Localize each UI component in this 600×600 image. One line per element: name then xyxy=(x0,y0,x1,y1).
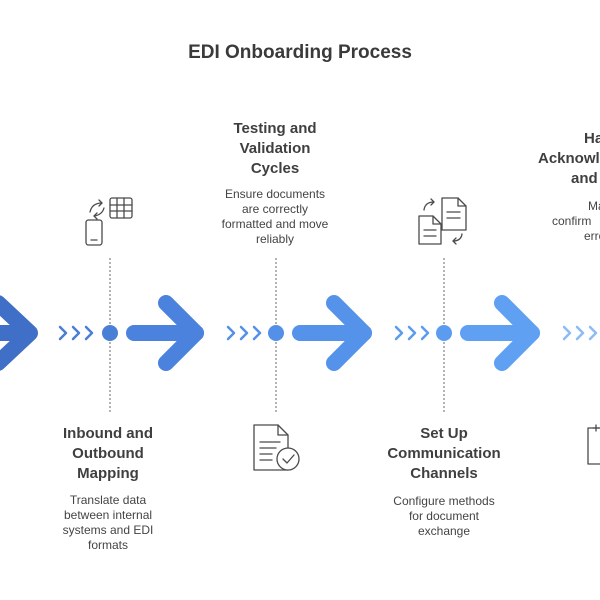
step-3-desc-line: Configure methods xyxy=(393,494,495,508)
step-3-title-line: Set Up xyxy=(420,425,468,442)
document-check-icon xyxy=(253,424,300,471)
step-2-title-line: Testing and xyxy=(233,120,317,137)
step-1-title-line: Inbound and xyxy=(63,425,153,442)
chevrons-1-icon xyxy=(58,325,94,341)
step-1-desc-line: Translate data xyxy=(69,493,147,507)
step-3-description: Configure methods for document exchange xyxy=(374,494,514,539)
step-3-desc-line: exchange xyxy=(417,524,471,538)
step-1-title-line: Outbound xyxy=(72,445,144,462)
chevrons-4-icon xyxy=(562,325,598,341)
step-1-description: Translate data between internal systems … xyxy=(38,493,178,553)
step-1-desc-line: formats xyxy=(87,538,128,552)
sync-table-phone-icon xyxy=(85,197,133,246)
step-4-desc-line: erro xyxy=(584,229,600,243)
step-2-title: Testing and Validation Cycles xyxy=(195,119,355,179)
arrow-2-icon xyxy=(126,295,204,371)
chevrons-3-icon xyxy=(394,325,430,341)
step-2-title-line: Cycles xyxy=(250,160,300,177)
step-1-dot xyxy=(102,325,118,341)
document-exchange-icon xyxy=(418,197,467,245)
step-4-desc-line: confirm xyxy=(552,214,592,228)
step-3-title-line: Channels xyxy=(410,465,478,482)
arrow-4-icon xyxy=(460,295,540,371)
step-1-desc-line: systems and EDI xyxy=(62,523,154,537)
step-2-dot xyxy=(268,325,284,341)
step-2-desc-line: are correctly xyxy=(241,202,309,216)
step-3-desc-line: for document xyxy=(408,509,480,523)
step-4-title: Ha Acknowl and xyxy=(538,129,600,189)
document-icon xyxy=(587,424,600,465)
step-4-desc-line: Ma xyxy=(588,199,600,213)
diagram-title: EDI Onboarding Process xyxy=(188,42,412,63)
step-4-description: Ma confirm erro xyxy=(552,199,600,244)
step-4-title-line: Ha xyxy=(584,130,600,147)
step-3-title-line: Communication xyxy=(387,445,501,462)
step-2-description: Ensure documents are correctly formatted… xyxy=(205,187,345,247)
arrow-1-icon xyxy=(0,295,38,371)
step-1-title-line: Mapping xyxy=(77,465,139,482)
step-4-title-line: Acknowl xyxy=(538,150,600,167)
arrow-3-icon xyxy=(292,295,372,371)
step-4-title-line: and xyxy=(571,170,598,187)
step-1-title: Inbound and Outbound Mapping xyxy=(28,424,188,484)
step-2-desc-line: Ensure documents xyxy=(224,187,326,201)
step-3-title: Set Up Communication Channels xyxy=(364,424,524,484)
step-2-desc-line: formatted and move xyxy=(221,217,329,231)
chevrons-2-icon xyxy=(226,325,262,341)
step-3-dot xyxy=(436,325,452,341)
step-2-desc-line: reliably xyxy=(255,232,294,246)
step-2-title-line: Validation xyxy=(239,140,311,157)
step-1-desc-line: between internal xyxy=(63,508,153,522)
